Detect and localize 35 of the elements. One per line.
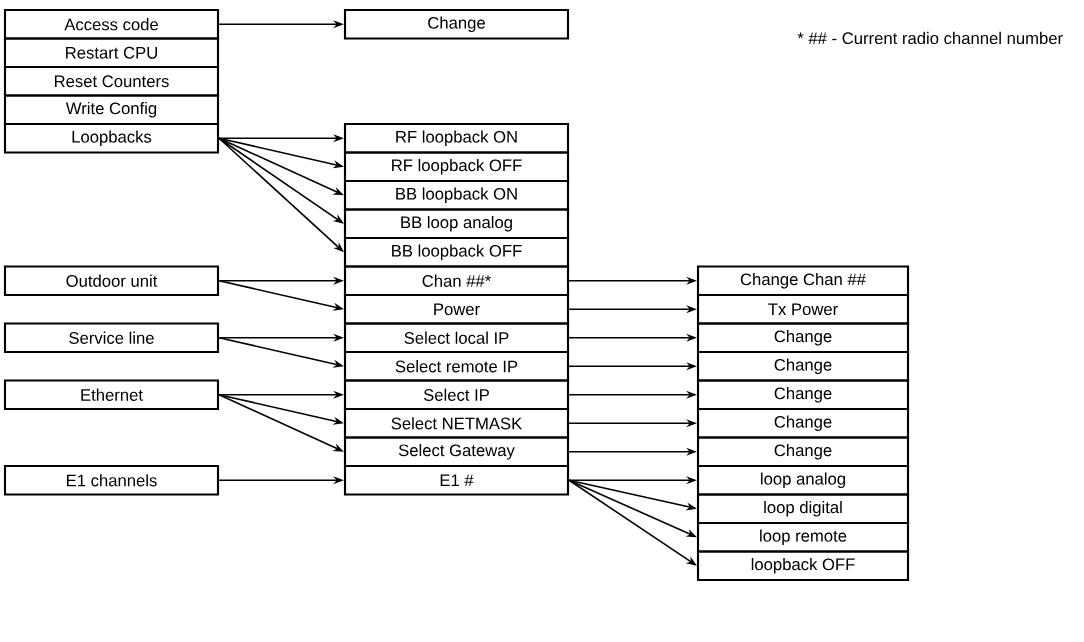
menu-box: loop remote (696, 521, 910, 553)
menu-box: Change (696, 350, 910, 382)
menu-box: Change (343, 8, 570, 40)
note: * ## - Current radio channel number (797, 31, 1063, 45)
menu-box: Access code (3, 8, 220, 40)
menu-box: loop analog (696, 464, 910, 496)
menu-box: Select local IP (343, 322, 570, 354)
menu-box: BB loopback OFF (343, 236, 570, 268)
menu-box: Outdoor unit (3, 265, 220, 297)
menu-box: Reset Counters (3, 65, 220, 97)
menu-box: BB loop analog (343, 208, 570, 240)
menu-box: Change (696, 379, 910, 411)
menu-box: E1 channels (3, 464, 220, 496)
menu-box: Chan ##* (343, 265, 570, 297)
menu-box: Ethernet (3, 379, 220, 411)
menu-box: BB loopback ON (343, 179, 570, 211)
menu-box: RF loopback ON (343, 122, 570, 154)
menu-box: Power (343, 293, 570, 325)
menu-box: loop digital (696, 493, 910, 525)
menu-box: loopback OFF (696, 550, 910, 582)
menu-box: Select remote IP (343, 350, 570, 382)
menu-box: E1 # (343, 464, 570, 496)
menu-box: Select NETMASK (343, 407, 570, 439)
menu-box: Restart CPU (3, 37, 220, 69)
menu-box: Change (696, 322, 910, 354)
menu-box: Change Chan ## (696, 265, 910, 297)
menu-box: Write Config (3, 94, 220, 126)
menu-box: Service line (3, 322, 220, 354)
menu-box: Change (696, 436, 910, 468)
menu-box: Select Gateway (343, 436, 570, 468)
menu-box: Select IP (343, 379, 570, 411)
menu-box: Change (696, 407, 910, 439)
menu-box: RF loopback OFF (343, 151, 570, 183)
menu-box: Tx Power (696, 293, 910, 325)
menu-box: Loopbacks (3, 122, 220, 154)
